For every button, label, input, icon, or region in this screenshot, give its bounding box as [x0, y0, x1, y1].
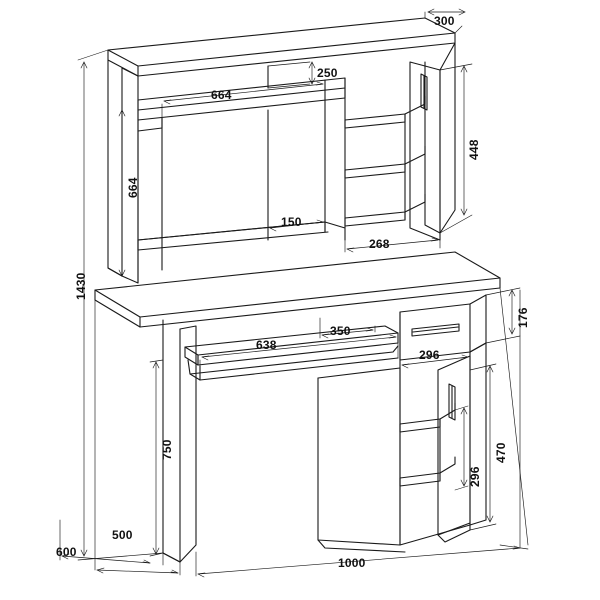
desk-left-side-panel — [162, 319, 197, 563]
dimension-label-keyboard-tray-depth: 350 — [330, 324, 351, 338]
dimension-label-drawer-width: 296 — [419, 348, 440, 362]
pedestal-base — [437, 522, 471, 543]
dimension-label-hutch-shelf-width: 664 — [211, 88, 232, 102]
hutch-upper-shelf — [137, 77, 346, 121]
hutch-lower-board — [137, 221, 346, 251]
dimension-lines — [59, 8, 529, 578]
pedestal-door — [437, 355, 471, 536]
dimension-label-depth-top: 300 — [434, 14, 455, 28]
dimension-label-pedestal-shelf: 296 — [468, 466, 482, 487]
dimension-label-total-height: 1430 — [74, 272, 88, 301]
dimension-label-keyboard-tray-width: 638 — [256, 338, 277, 352]
dimension-label-desk-height: 750 — [160, 439, 174, 460]
hutch-left-side-panel — [107, 59, 139, 284]
dimension-label-desk-width: 1000 — [338, 556, 366, 570]
dimension-label-hutch-drawer-height: 250 — [317, 66, 338, 80]
dimension-label-cabinet-height: 448 — [467, 139, 481, 160]
desk-top-surface — [94, 251, 501, 328]
pedestal-shelves — [399, 402, 456, 487]
dimension-label-desk-depth: 600 — [56, 545, 77, 559]
dimension-label-hutch-side-height: 664 — [126, 177, 140, 198]
desk-right-pedestal — [317, 342, 487, 553]
hutch-cabinet-shelves — [344, 95, 426, 227]
dimension-label-drawer-height: 176 — [516, 307, 530, 328]
dimension-label-cabinet-depth: 268 — [369, 237, 390, 251]
hutch-top-panel — [107, 17, 456, 77]
dimension-label-divider-offset: 150 — [281, 215, 302, 229]
dimension-label-pedestal-height: 470 — [494, 442, 508, 463]
dimension-label-side-panel-depth: 500 — [112, 528, 133, 542]
